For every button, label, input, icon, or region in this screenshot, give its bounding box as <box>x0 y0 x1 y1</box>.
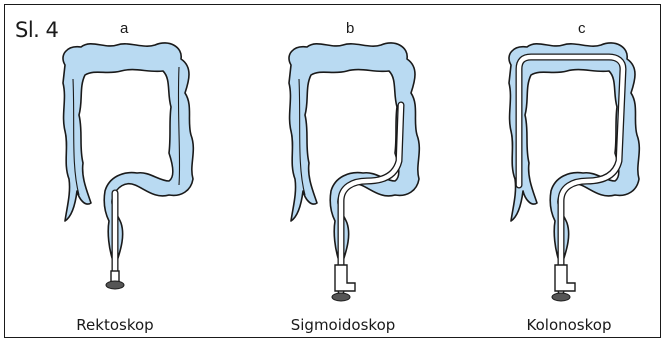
rectoscope-base <box>106 281 124 289</box>
panel-c-caption: Kolonoskop <box>479 316 659 334</box>
panel-b-colon-diagram <box>277 35 437 305</box>
sigmoidoscope-tube <box>341 105 401 291</box>
colonoscope-handle <box>555 265 575 291</box>
colonoscope-base <box>552 293 570 301</box>
sigmoidoscope-base <box>332 293 350 301</box>
panel-a-colon-diagram <box>51 35 211 295</box>
figure-frame: Sl. 4 a b c Rektoskop Sigmoidoskop Kolon… <box>4 4 661 338</box>
sigmoidoscope-handle <box>335 265 355 291</box>
panel-c-colon-diagram <box>497 35 657 305</box>
panel-b-caption: Sigmoidoskop <box>253 316 433 334</box>
panel-a-caption: Rektoskop <box>25 316 205 334</box>
colon-shape <box>63 43 193 261</box>
sigmoidoscope-tube-core <box>341 105 401 291</box>
